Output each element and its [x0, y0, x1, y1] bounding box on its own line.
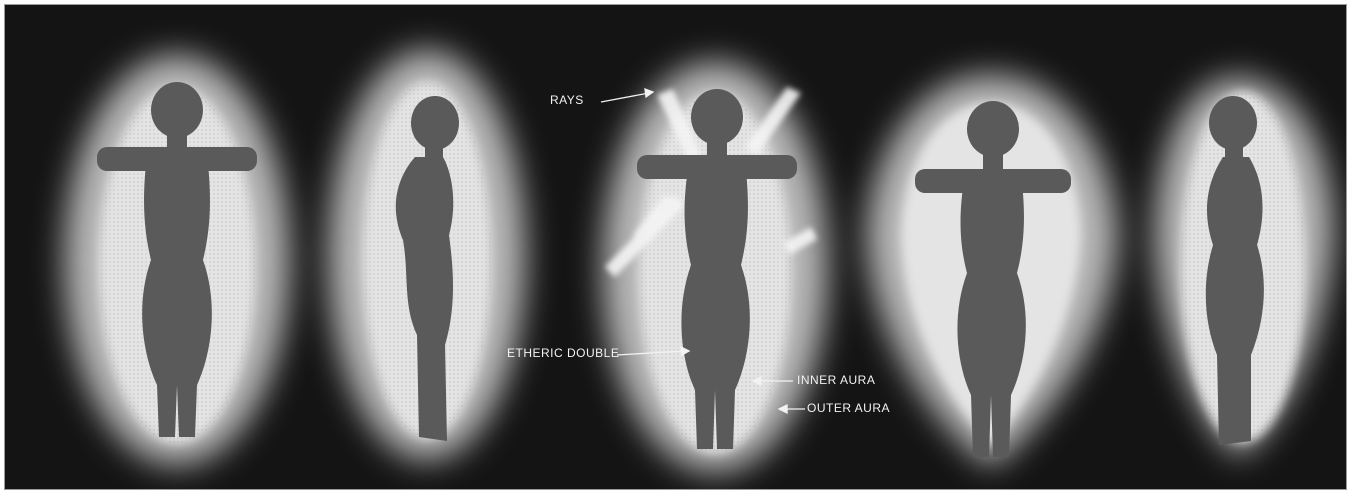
- figure-front-rays-3: [603, 62, 827, 472]
- arrow-rays: [601, 89, 653, 102]
- figure-side-2: [329, 50, 525, 460]
- label-etheric-double: ETHERIC DOUBLE: [507, 346, 619, 360]
- label-rays: RAYS: [550, 93, 584, 107]
- figure-side-5: [1155, 77, 1333, 457]
- aura-illustration: [5, 5, 1347, 490]
- figure-front-4: [867, 75, 1117, 467]
- label-outer-aura: OUTER AURA: [807, 401, 890, 415]
- figure-front-1: [65, 55, 289, 465]
- illustration-frame: RAYS ETHERIC DOUBLE INNER AURA OUTER AUR…: [4, 4, 1347, 490]
- label-inner-aura: INNER AURA: [797, 373, 875, 387]
